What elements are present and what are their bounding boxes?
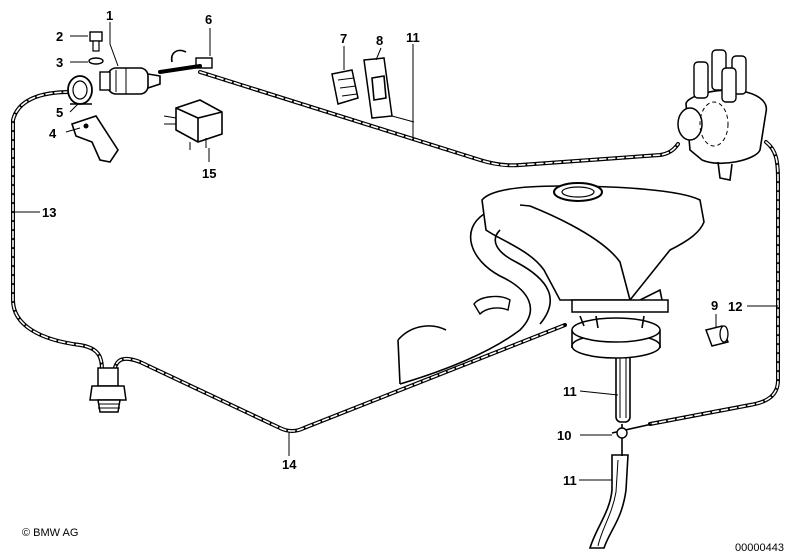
callout-15: 15: [202, 166, 216, 181]
part-3-washer: [88, 57, 104, 65]
hose-11-top: [198, 70, 680, 168]
part-7-connector-block: [331, 69, 359, 105]
part-6-connector: [158, 49, 213, 74]
part-1-pump: [99, 67, 161, 95]
callout-6: 6: [205, 12, 212, 27]
callout-10: 10: [557, 428, 571, 443]
callout-12: 12: [728, 299, 742, 314]
part-8-plate: [363, 57, 415, 123]
copyright-notice: © BMW AG: [22, 527, 79, 539]
callout-7: 7: [340, 31, 347, 46]
hose-12: [648, 140, 780, 426]
hose-14: [112, 323, 567, 433]
callout-9: 9: [711, 298, 718, 313]
callout-11-upper-hose: 11: [563, 384, 577, 399]
callout-13: 13: [42, 205, 56, 220]
leader-lines: [15, 22, 778, 481]
callout-3: 3: [56, 55, 63, 70]
callout-11-top: 11: [406, 30, 420, 45]
callout-14: 14: [282, 457, 297, 472]
callout-4: 4: [49, 126, 57, 141]
intake-manifold: [397, 182, 705, 385]
part-15-relay: [163, 99, 223, 150]
callout-2: 2: [56, 29, 63, 44]
hose-11-lower: [588, 454, 629, 549]
temperature-switch: [89, 367, 127, 413]
distributor: [677, 49, 768, 181]
hose-13: [11, 90, 104, 372]
document-number: 00000443: [735, 542, 784, 554]
part-5-clamp: [67, 75, 93, 105]
throttle-body: [571, 299, 669, 359]
part-4-bracket: [70, 115, 119, 163]
callout-5: 5: [56, 105, 63, 120]
callout-11-lower-hose: 11: [563, 473, 577, 488]
callout-1: 1: [106, 8, 113, 23]
part-2-bolt: [89, 31, 103, 52]
part-9-sleeve: [705, 325, 729, 347]
callout-8: 8: [376, 33, 383, 48]
t-connector-10: [611, 423, 653, 456]
callout-labels: 1 2 3 4 5 6 7 8 9 10 11 11 11 12 13 14 1…: [42, 8, 742, 488]
